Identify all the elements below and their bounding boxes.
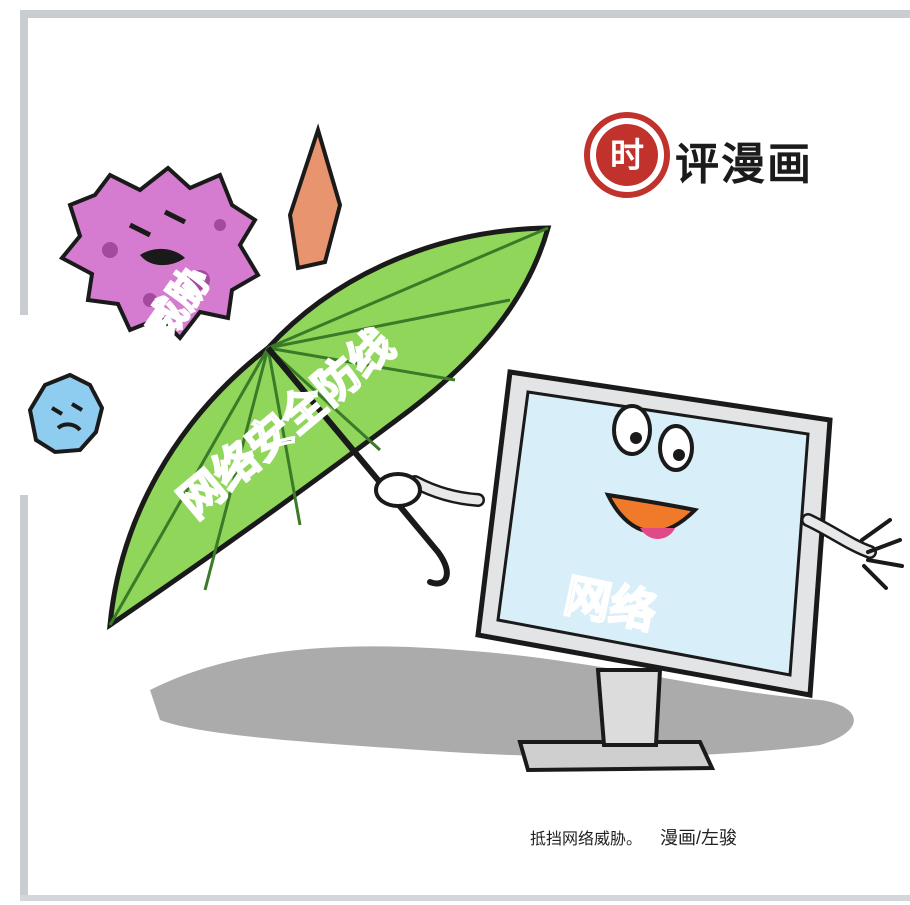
brand-text: 评漫画 [675,139,813,190]
frame-left-border [20,10,28,315]
brand-stamp: 时 [582,110,672,200]
monitor-hand-left [374,472,422,508]
monitor-hand-right [860,518,904,590]
blue-virus [27,372,105,455]
umbrella-shaft [265,346,441,554]
monitor-stand-neck [595,668,663,747]
caption-text: 抵挡网络威胁。 [530,829,643,848]
monitor-eye-right [658,424,694,472]
monitor-mouth [604,492,700,534]
stamp-seal-icon: 时 [584,112,670,198]
caption: 抵挡网络威胁。漫画/左骏 [530,824,737,850]
pencil-character [287,123,343,271]
frame-top-border [20,10,910,18]
monitor-eye-left [612,404,652,456]
umbrella-handle [427,549,450,587]
frame-bottom-border [20,895,910,901]
brand-stamp-char: 时 [610,136,644,176]
umbrella-canopy [107,225,552,631]
frame-left-border-lower [20,495,28,895]
caption-credit: 漫画/左骏 [660,828,738,848]
ground-shadow [150,646,854,757]
